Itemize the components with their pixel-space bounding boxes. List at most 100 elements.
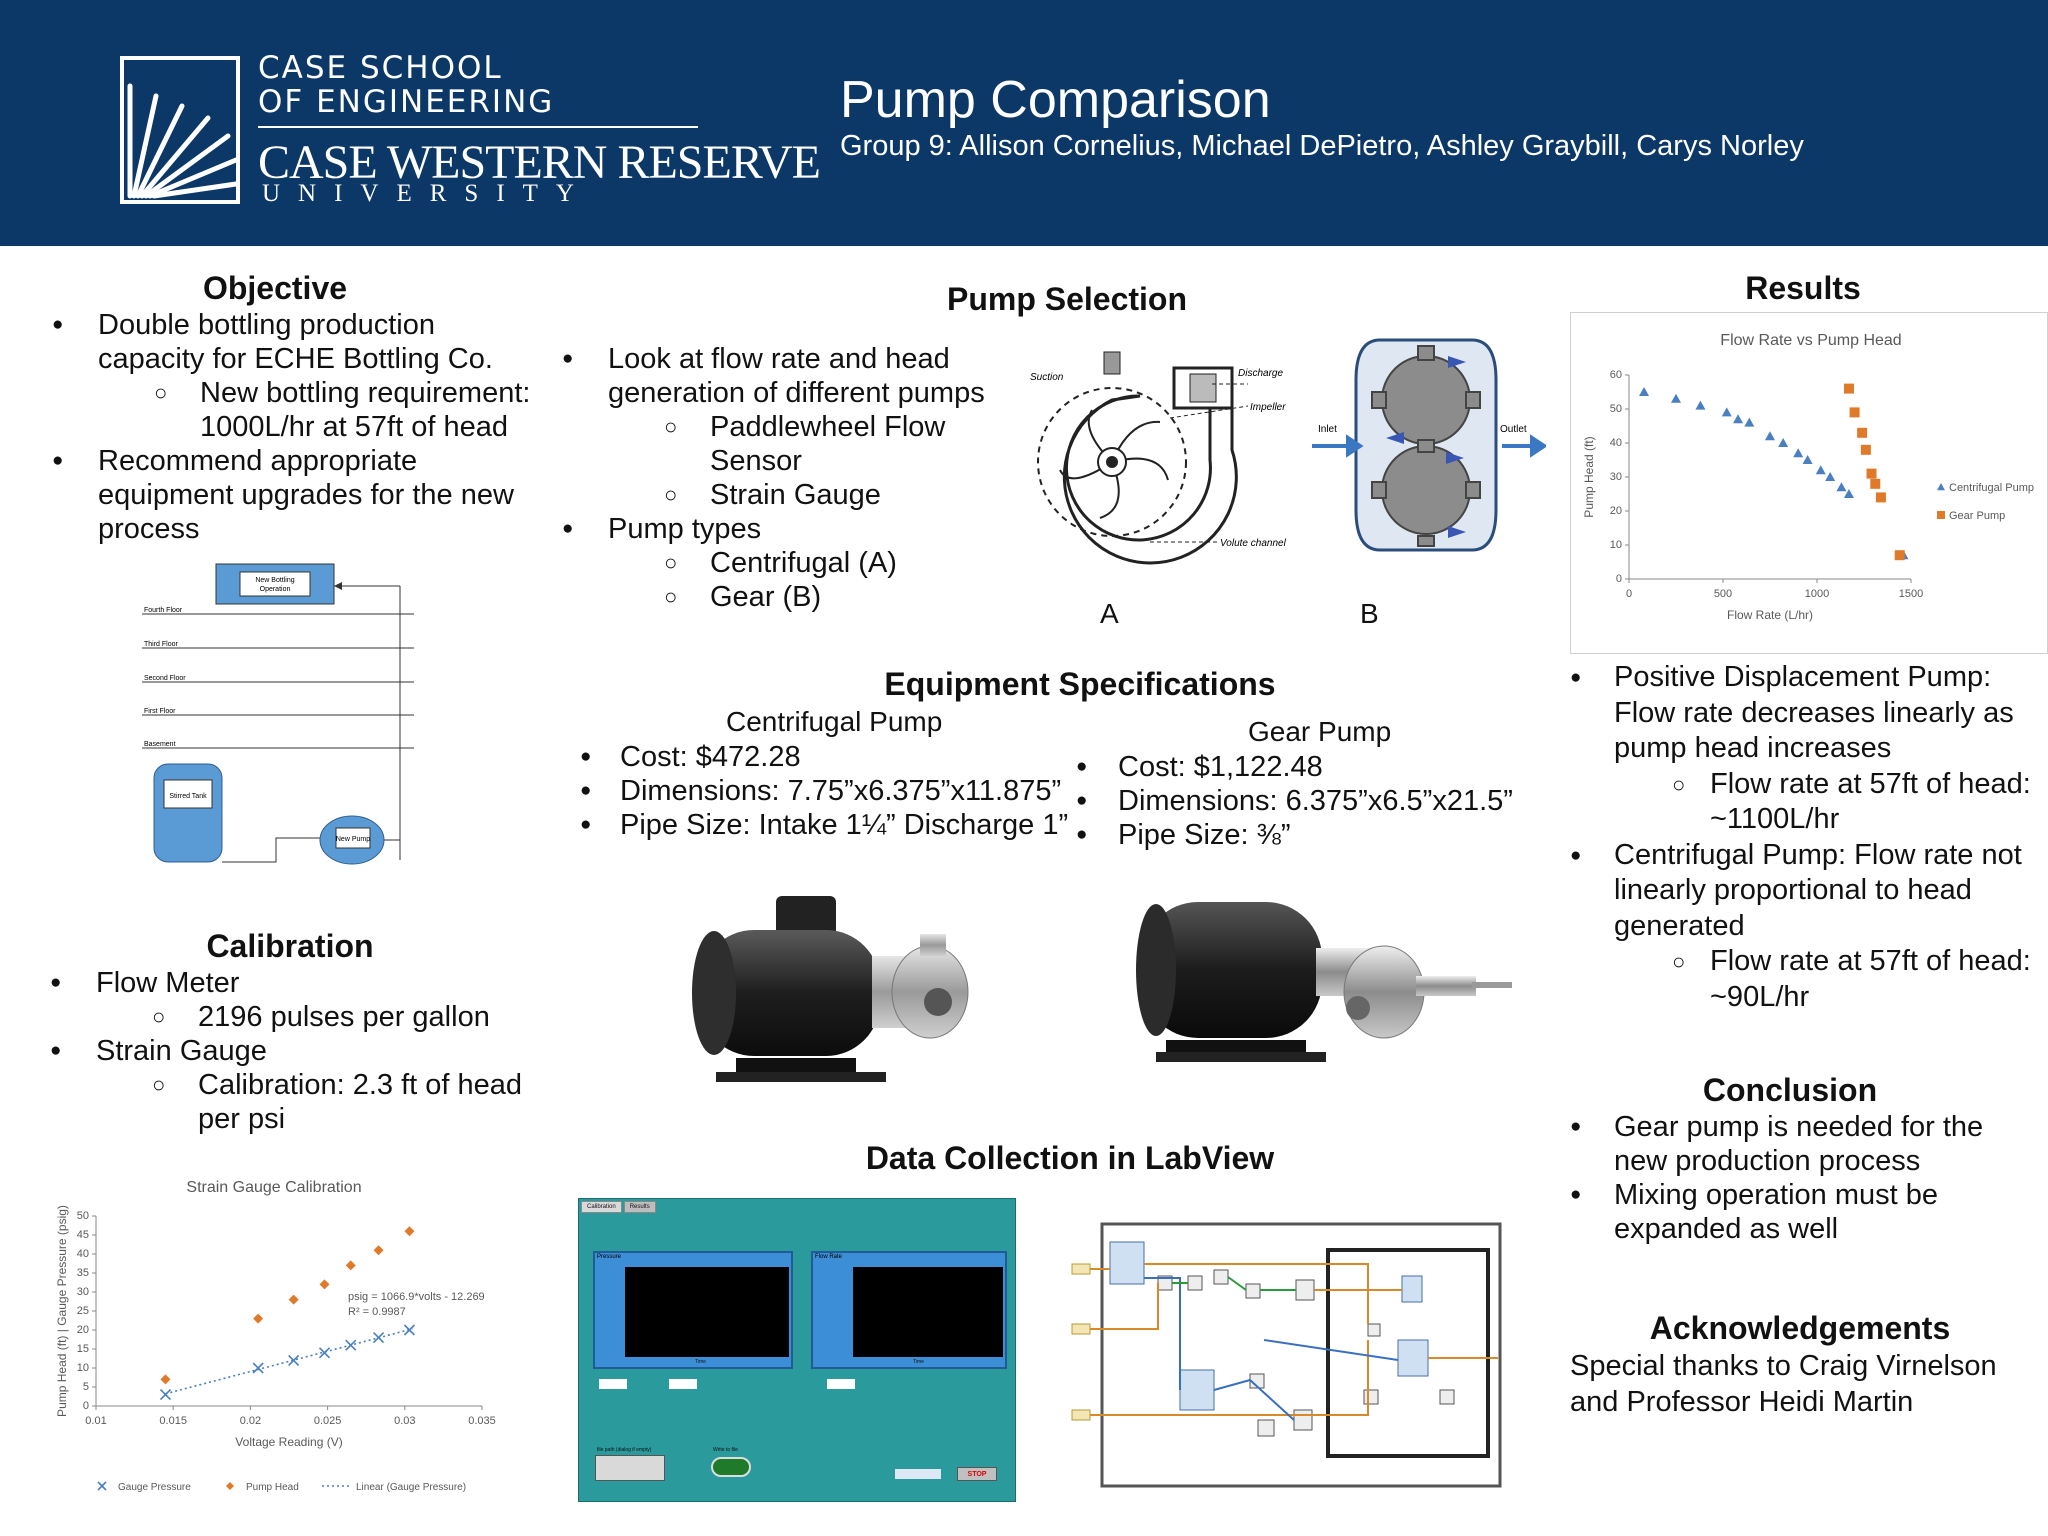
list-item: Look at flow rate and head generation of… <box>562 342 992 410</box>
conclusion-list: Gear pump is needed for the new producti… <box>1570 1110 2030 1246</box>
list-item: Gear (B) <box>562 580 992 614</box>
list-item: Positive Displacement Pump: Flow rate de… <box>1570 660 2040 767</box>
chart-title: Flow Rate vs Pump Head <box>1720 332 1901 349</box>
data-point <box>1849 407 1860 418</box>
data-point <box>404 1226 415 1237</box>
data-point <box>1937 511 1945 519</box>
x-axis-label: Voltage Reading (V) <box>235 1435 342 1449</box>
list-item: Dimensions: 6.375”x6.5”x21.5” <box>1076 784 1536 818</box>
data-point <box>1875 492 1886 503</box>
file-path-label: file path (dialog if empty) <box>597 1447 652 1453</box>
legend-label: Linear (Gauge Pressure) <box>356 1482 466 1493</box>
list-item: Mixing operation must be expanded as wel… <box>1570 1178 2030 1246</box>
data-point <box>1639 387 1650 396</box>
head-indicator <box>669 1379 697 1389</box>
list-item: Flow rate at 57ft of head: ~1100L/hr <box>1570 767 2040 838</box>
data-point <box>1836 482 1847 492</box>
x-tick-label: 1500 <box>1899 588 1923 600</box>
gear-pump-name: Gear Pump <box>1248 716 1392 747</box>
pressure-graph: Pressure Time <box>593 1251 793 1369</box>
data-point <box>1857 427 1868 438</box>
y-tick-label: 25 <box>77 1305 89 1317</box>
x-tick-label: 500 <box>1714 588 1732 600</box>
x-tick-label: 0 <box>1626 588 1632 600</box>
legend-label: Centrifugal Pump <box>1949 482 2034 494</box>
data-point <box>1866 468 1877 479</box>
y-axis-label: Pump Head (ft) <box>1582 436 1596 517</box>
stop-button[interactable]: STOP <box>957 1467 997 1481</box>
data-point <box>97 1481 107 1491</box>
y-tick-label: 35 <box>77 1267 89 1279</box>
x-tick-label: 0.015 <box>159 1415 187 1427</box>
data-point <box>252 1362 264 1374</box>
data-point <box>319 1279 330 1290</box>
trendline <box>165 1328 413 1395</box>
flow-rate-graph: Flow Rate Time <box>811 1251 1007 1369</box>
x-axis-label: Flow Rate (L/hr) <box>1727 608 1813 622</box>
tab-results[interactable]: Results <box>623 1201 656 1213</box>
list-item: Recommend appropriate equipment upgrades… <box>52 444 532 546</box>
data-point <box>318 1347 331 1359</box>
chart-title: Strain Gauge Calibration <box>186 1179 361 1196</box>
diagram-top-box-line2: Operation <box>260 586 291 593</box>
conclusion-heading: Conclusion <box>1702 1072 1878 1108</box>
list-item: Flow rate at 57ft of head: ~90L/hr <box>1570 944 2040 1015</box>
data-point <box>1778 438 1789 447</box>
data-point <box>1721 407 1732 417</box>
write-to-file-toggle[interactable] <box>711 1457 751 1477</box>
acknowledgements-heading: Acknowledgements <box>1649 1310 1951 1346</box>
file-path-input[interactable] <box>595 1455 665 1481</box>
logo-divider <box>258 126 698 128</box>
y-tick-label: 45 <box>77 1229 89 1241</box>
poster-authors: Group 9: Allison Cornelius, Michael DePi… <box>840 130 1804 162</box>
centrifugal-pump-name: Centrifugal Pump <box>726 706 943 737</box>
diagram-top-box-line1: New Bottling <box>255 577 294 584</box>
data-point <box>1937 483 1945 491</box>
discharge-label: Discharge <box>1238 368 1283 379</box>
data-point <box>1843 383 1854 394</box>
centrifugal-pump-photo <box>692 896 969 1082</box>
new-pump-label: New Pump <box>336 836 370 843</box>
diagram-floor-label: Third Floor <box>144 641 179 648</box>
data-point <box>1870 478 1881 489</box>
flow-indicator <box>827 1379 855 1389</box>
diagram-floor-label: Fourth Floor <box>144 607 183 614</box>
data-point <box>1815 465 1826 475</box>
centrifugal-pump-diagram: Suction Discharge Impeller Volute channe… <box>1030 351 1287 565</box>
list-item: Centrifugal Pump: Flow rate not linearly… <box>1570 838 2040 945</box>
university-logo-icon <box>120 56 240 204</box>
y-tick-label: 40 <box>1610 437 1622 449</box>
centrifugal-spec-list: Cost: $472.28 Dimensions: 7.75”x6.375”x1… <box>580 740 1080 842</box>
data-point <box>403 1324 415 1336</box>
y-tick-label: 15 <box>77 1343 89 1355</box>
x-tick-label: 0.025 <box>314 1415 342 1427</box>
suction-label: Suction <box>1030 372 1064 383</box>
header-banner: CASE SCHOOL OF ENGINEERING CASE WESTERN … <box>0 0 2048 246</box>
y-tick-label: 40 <box>77 1248 89 1260</box>
graph-x-label: Time <box>695 1359 706 1365</box>
outlet-label: Outlet <box>1500 424 1527 435</box>
data-point <box>288 1354 300 1366</box>
list-item: Paddlewheel Flow Sensor <box>562 410 992 478</box>
filename-input[interactable] <box>895 1469 941 1479</box>
y-axis-label: Pump Head (ft) | Gauge Pressure (psig) <box>55 1205 69 1417</box>
list-item: Pump types <box>562 512 992 546</box>
calibration-list: Flow Meter 2196 pulses per gallon Strain… <box>50 966 540 1136</box>
data-point <box>1765 431 1775 441</box>
data-point <box>1894 550 1905 561</box>
list-item: Cost: $472.28 <box>580 740 1080 774</box>
acknowledgements-text: Special thanks to Craig Virnelson and Pr… <box>1570 1350 1997 1418</box>
y-tick-label: 30 <box>77 1286 89 1298</box>
y-tick-label: 10 <box>77 1362 89 1374</box>
trendline-r-squared: R² = 0.9987 <box>348 1306 406 1318</box>
y-tick-label: 60 <box>1610 369 1622 381</box>
pressure-indicator <box>599 1379 627 1389</box>
school-name-line2: OF ENGINEERING <box>258 84 555 120</box>
data-point <box>1825 472 1836 481</box>
calibration-heading: Calibration <box>206 928 374 964</box>
list-item: Dimensions: 7.75”x6.375”x11.875” <box>580 774 1080 808</box>
x-tick-label: 0.02 <box>240 1415 261 1427</box>
tab-calibration[interactable]: Calibration <box>581 1201 622 1213</box>
x-tick-label: 0.03 <box>394 1415 415 1427</box>
graph-title: Flow Rate <box>815 1254 843 1260</box>
